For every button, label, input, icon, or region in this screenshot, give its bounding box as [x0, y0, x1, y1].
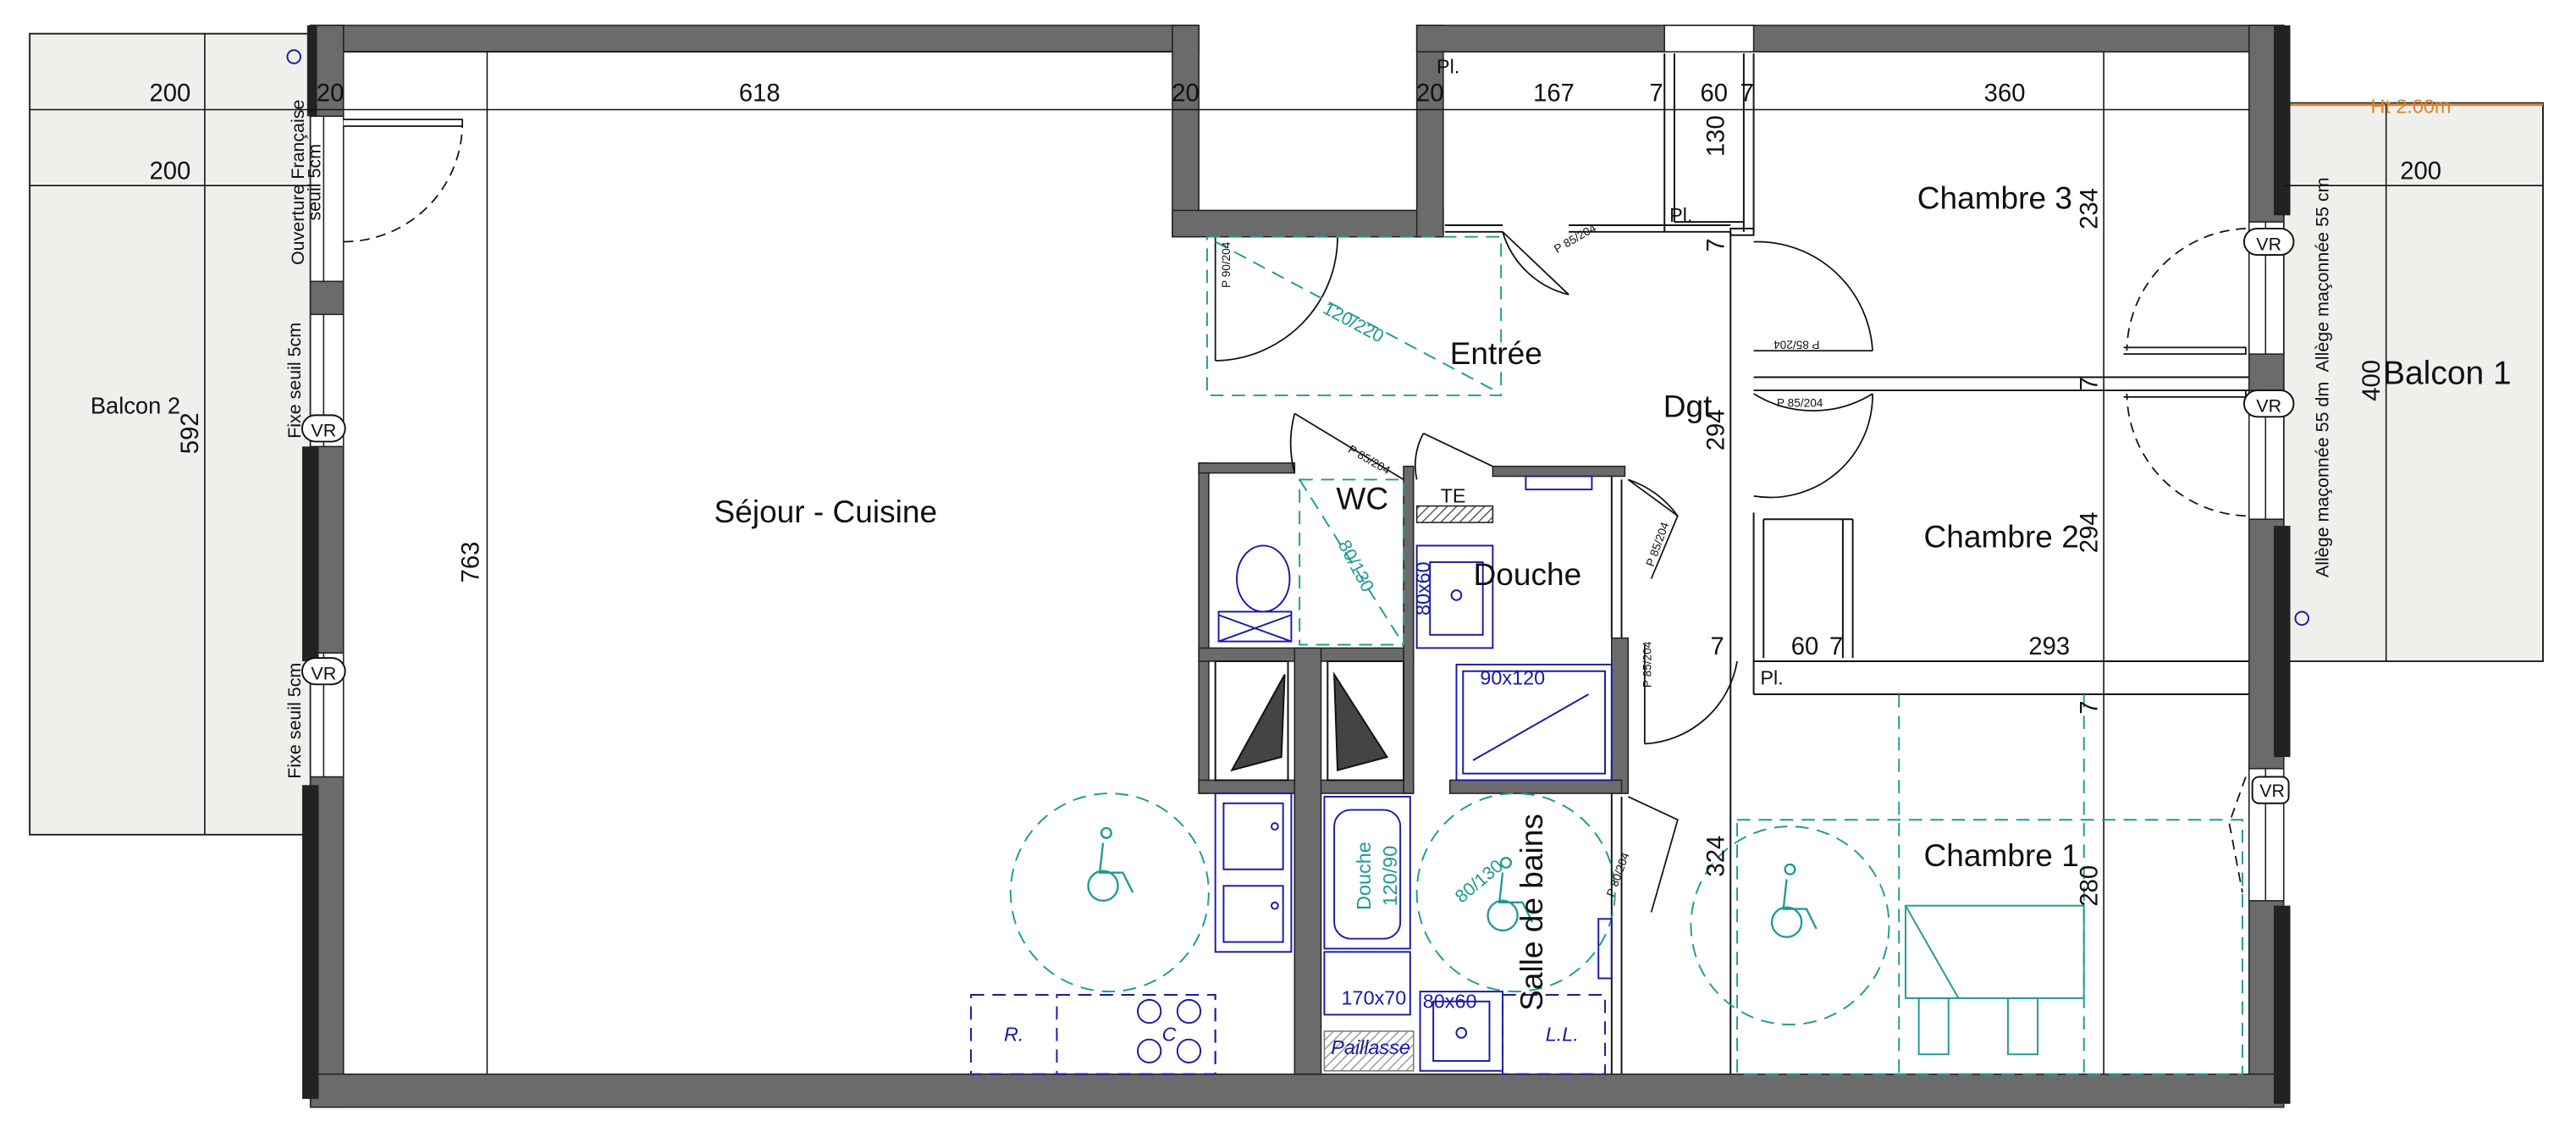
dim-text: 130	[1702, 115, 1729, 157]
vr-badges	[301, 227, 2295, 804]
balcon-2-slab	[29, 32, 312, 836]
dim-text: 280	[2076, 865, 2103, 907]
vr-label: VR	[311, 421, 336, 441]
doors	[343, 119, 2247, 913]
dim-text: 763	[458, 542, 485, 583]
dim-text: 324	[1702, 836, 1729, 877]
pl-label: Pl.	[1669, 204, 1692, 226]
dim-text: 592	[177, 412, 204, 454]
door-label: P 85/204	[1552, 221, 1598, 255]
dim-text: 200	[150, 80, 191, 108]
room-label-wc: WC	[1336, 481, 1388, 516]
fixtures	[970, 475, 1613, 1075]
fixture-label: Douche	[1353, 842, 1375, 910]
height-label: Ht 2.00m	[2370, 95, 2451, 117]
fixture-label: 170x70	[1342, 987, 1407, 1009]
window-label: Fixe seuil 5cm	[284, 323, 305, 439]
space-label: 120/220	[1320, 298, 1387, 347]
room-label-balcon2: Balcon 2	[91, 392, 180, 418]
allege-label: Allège maçonnée 55 dm	[2312, 382, 2332, 577]
vr-label: VR	[2259, 781, 2285, 801]
door-label: P 85/204	[1777, 397, 1823, 410]
dim-text: 167	[1533, 80, 1575, 108]
space-label: 80/130	[1451, 856, 1507, 908]
room-label-balcon1: Balcon 1	[2383, 355, 2512, 391]
room-label-ch3: Chambre 3	[1917, 180, 2072, 216]
pl-label: Pl.	[1760, 666, 1783, 688]
door-label: P 85/204	[1641, 641, 1654, 688]
door-label: P 85/204	[1773, 339, 1820, 351]
dim-text: 60	[1700, 80, 1728, 108]
dim-text: 7	[1711, 633, 1724, 660]
vr-label: VR	[2256, 234, 2281, 254]
dim-text: 20	[317, 80, 345, 108]
window-label: Ouverture Française	[288, 100, 308, 265]
fixture-label: 120/90	[1379, 846, 1401, 907]
partitions	[1444, 53, 2249, 1074]
fixture-label: 80x60	[1412, 561, 1434, 616]
dim-text: 7	[1702, 238, 1729, 251]
fixture-label: 90x120	[1480, 666, 1545, 688]
paillasse-hatched	[1323, 1030, 1415, 1072]
room-label-ch2: Chambre 2	[1924, 518, 2079, 554]
dimension-lines	[30, 33, 2543, 1074]
te-hatched-panel	[1415, 505, 1494, 523]
dim-text: 200	[150, 157, 191, 185]
room-label-entree: Entrée	[1450, 335, 1542, 371]
dim-text: 20	[1416, 80, 1444, 108]
window-label: Fixe seuil 5cm	[284, 663, 305, 779]
vr-label: VR	[2256, 395, 2281, 416]
dim-text: 294	[1702, 409, 1729, 450]
dim-text: 294	[2076, 511, 2103, 553]
room-label-douche: Douche	[1473, 556, 1581, 592]
door-label: P 85/204	[1644, 520, 1672, 568]
door-label: P 85/204	[1346, 443, 1393, 477]
allege-label: Allège maçonnée 55 cm	[2312, 178, 2332, 373]
fixture-label: L.L.	[1546, 1024, 1579, 1046]
window-label: seuil 5cm	[304, 144, 324, 221]
dim-text: 7	[2076, 377, 2103, 390]
dim-text: 7	[2076, 700, 2103, 714]
balcon-1-slab	[2282, 102, 2544, 662]
bed	[1905, 904, 2085, 1056]
dim-text: 7	[1829, 633, 1843, 660]
vr-label: VR	[311, 663, 336, 683]
dim-text: 7	[1740, 80, 1754, 108]
dimension-texts: 200 200 200 20 618 20 20 167 7 60 7 360 …	[150, 80, 2442, 907]
room-label-sejour: Séjour - Cuisine	[714, 494, 938, 529]
pl-label: Pl.	[1437, 56, 1459, 78]
fixture-label: 80x60	[1423, 991, 1477, 1013]
dim-text: 234	[2076, 188, 2103, 229]
room-label-ch1: Chambre 1	[1924, 837, 2079, 873]
dim-text: 618	[739, 80, 781, 108]
shafts	[1214, 660, 1405, 781]
fixture-label: Paillasse	[1331, 1036, 1410, 1058]
accessibility-zones	[1009, 235, 2243, 1075]
room-label-dgt: Dgt	[1663, 388, 1713, 423]
dim-text: 400	[2358, 360, 2386, 401]
wheelchair-icon	[1087, 826, 1818, 938]
outlet-icon	[2294, 610, 2309, 627]
dim-text: 20	[1172, 80, 1200, 108]
dim-text: 7	[1649, 80, 1663, 108]
door-label: P 90/204	[1220, 241, 1233, 288]
dim-text: 200	[2400, 157, 2441, 185]
space-label: 80/130	[1334, 537, 1378, 595]
dim-text: 360	[1984, 80, 2026, 108]
dim-text: 60	[1791, 633, 1819, 660]
room-label-sdb: Salle de bains	[1514, 814, 1549, 1011]
fixture-label: C	[1162, 1024, 1178, 1046]
dim-text: 293	[2028, 633, 2070, 660]
fixture-label: R.	[1004, 1024, 1023, 1046]
outlet-icon	[286, 49, 301, 64]
te-label: TE	[1441, 485, 1466, 507]
